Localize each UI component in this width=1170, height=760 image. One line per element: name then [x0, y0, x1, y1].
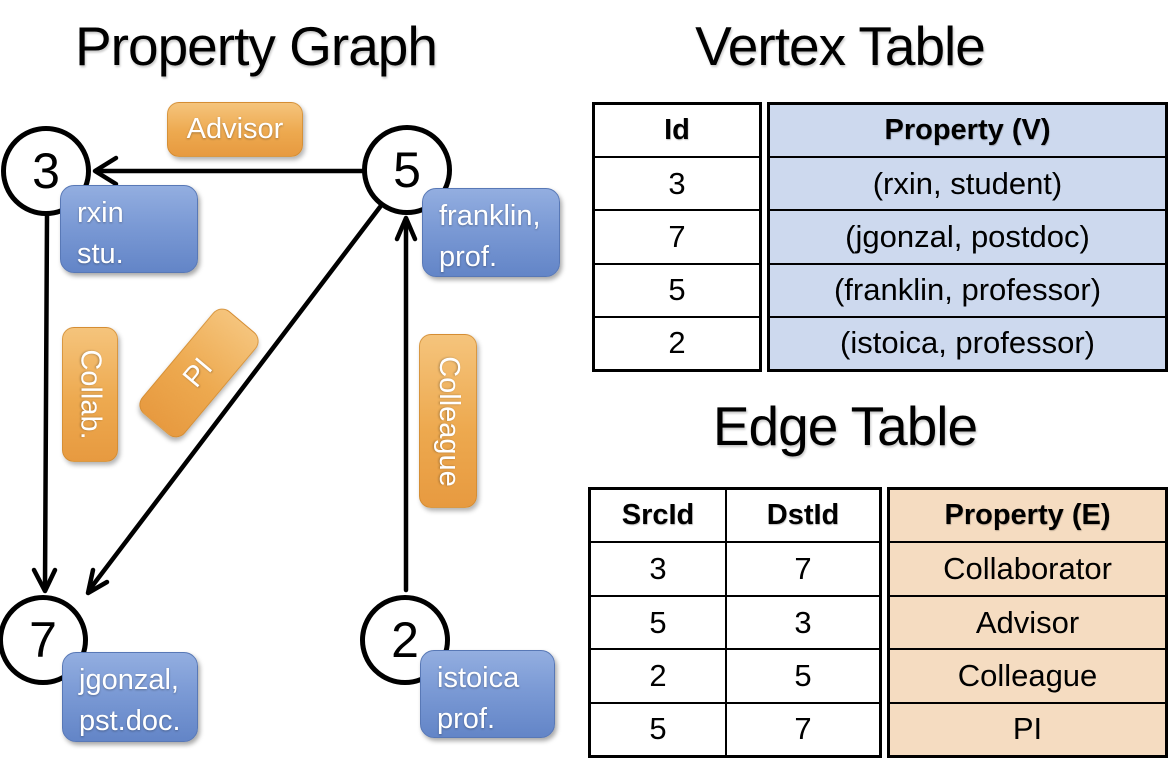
edge-table-dstid-cell: 5 [794, 657, 812, 693]
edge-table-dstid-cell: 7 [794, 551, 812, 587]
node-3-id: 3 [32, 143, 60, 199]
vertex-property-line: istoica [437, 662, 520, 694]
edge-label-collab: Collab. [62, 327, 118, 462]
edge-colleague-arrowhead [394, 215, 418, 242]
vertex-property-line: franklin, [439, 200, 541, 232]
edge-label-advisor: Advisor [167, 102, 303, 157]
vertex-table-id-cell: 5 [595, 262, 759, 316]
edge-table-srcid-cell: 5 [591, 703, 727, 756]
vertex-table-id-cell: 7 [595, 209, 759, 262]
vertex-table-property-column: Property (V) (rxin, student) (jgonzal, p… [767, 102, 1168, 372]
vertex-property-box-franklin: franklin, prof. [422, 188, 560, 277]
edge-table-srcid-cell: 5 [591, 596, 727, 649]
edge-pi-arrowhead [85, 567, 110, 596]
edge-table-id-row: 2 5 [591, 648, 879, 702]
edge-label-advisor-text: Advisor [186, 113, 284, 145]
edge-table-dstid-cell: 3 [794, 604, 812, 640]
vertex-table-title: Vertex Table [695, 15, 986, 77]
edge-table-property-cell: PI [890, 701, 1165, 755]
edge-table-property-header: Property (E) [944, 499, 1111, 532]
graph-title: Property Graph [74, 15, 438, 77]
edge-table-id-row: 5 7 [591, 701, 879, 756]
edge-table-id-row: 3 7 [591, 541, 879, 595]
vertex-property-box-istoica: istoica prof. [420, 650, 555, 738]
edge-table-property-cell: Advisor [890, 594, 1165, 648]
graph-node-2: 2 [360, 595, 450, 685]
edge-table-id-columns: SrcId DstId 3 7 5 3 2 5 5 7 [588, 487, 882, 758]
vertex-table-property-cell: (franklin, professor) [770, 262, 1165, 316]
graph-edges-canvas [31, 155, 418, 596]
edge-advisor-arrowhead [92, 155, 119, 187]
edge-label-pi-text: PI [177, 351, 220, 394]
edge-table-property-column: Property (E) Collaborator Advisor Collea… [887, 487, 1168, 758]
edge-label-colleague: Colleague [419, 334, 477, 508]
vertex-table-property-header: Property (V) [884, 114, 1051, 147]
vertex-table-property-cell: (jgonzal, postdoc) [770, 209, 1165, 262]
edge-collaborator-arrowhead [31, 567, 58, 594]
edge-table-srcid-header: SrcId [591, 490, 727, 542]
vertex-table-id-cell: 2 [595, 315, 759, 369]
edge-table-dstid-cell: 7 [794, 711, 812, 747]
vertex-table-id-column: Id 3 7 5 2 [592, 102, 762, 372]
vertex-table-id-cell: 3 [595, 156, 759, 209]
edge-table-property-cell: Colleague [890, 648, 1165, 701]
vertex-property-line: prof. [437, 703, 496, 735]
edge-table-property-cell: Collaborator [890, 541, 1165, 594]
edge-table-id-header-row: SrcId DstId [591, 490, 879, 542]
vertex-table-id-header: Id [664, 114, 690, 147]
vertex-property-box-rxin: rxin stu. [60, 185, 198, 273]
edge-collaborator-line [42, 213, 50, 589]
edge-table-srcid-cell: 3 [591, 543, 727, 595]
vertex-property-line: stu. [77, 238, 124, 270]
node-2-id: 2 [391, 612, 419, 668]
vertex-property-box-jgonzal: jgonzal, pst.doc. [62, 652, 198, 742]
node-5-id: 5 [393, 142, 421, 198]
edge-pi-line [87, 204, 383, 592]
edge-label-collab-text: Collab. [74, 349, 107, 440]
vertex-property-line: pst.doc. [79, 705, 181, 737]
edge-table-srcid-cell: 2 [591, 650, 727, 702]
vertex-property-line: prof. [439, 241, 498, 273]
edge-table-dstid-header: DstId [766, 499, 840, 532]
edge-label-colleague-text: Colleague [432, 355, 465, 487]
vertex-property-line: jgonzal, [79, 664, 179, 696]
vertex-property-line: rxin [77, 197, 124, 229]
edge-table-id-row: 5 3 [591, 594, 879, 649]
node-7-id: 7 [29, 612, 57, 668]
edge-table-title: Edge Table [712, 395, 978, 457]
vertex-table-property-cell: (rxin, student) [770, 156, 1165, 209]
vertex-table-property-cell: (istoica, professor) [770, 315, 1165, 369]
